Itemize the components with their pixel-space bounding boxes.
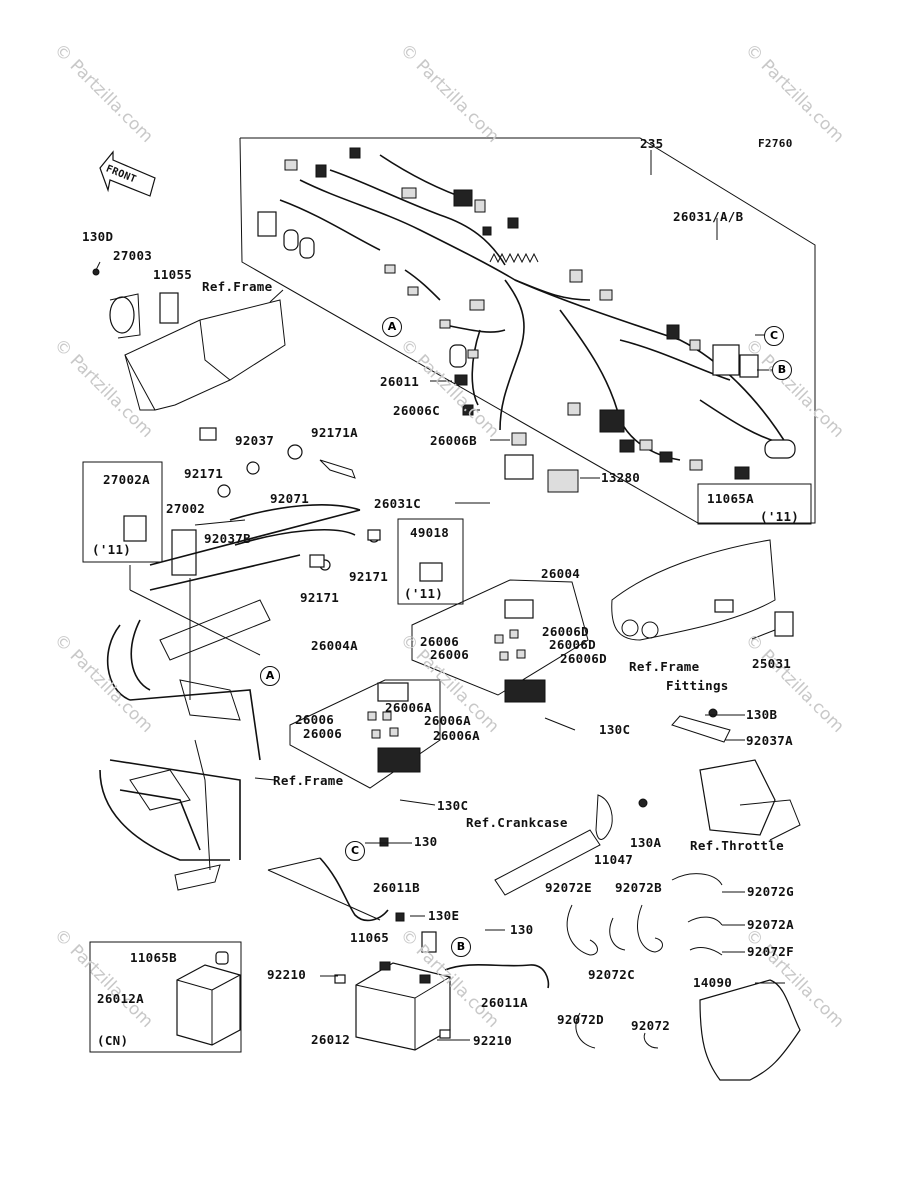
part-label: 130A [630, 835, 662, 850]
part-label: 92072F [747, 944, 794, 959]
part-label: 92037 [235, 433, 275, 448]
part-label: 92072D [557, 1012, 604, 1027]
cover-14090 [699, 979, 801, 1081]
part-label: (CN) [97, 1033, 129, 1048]
part-label: 92171A [311, 425, 358, 440]
diagram-code: F2760 [758, 137, 793, 150]
part-label: 26006 [420, 634, 460, 649]
circle-ref-c: C [345, 841, 365, 861]
part-label: 27002A [103, 472, 150, 487]
part-label: 92210 [267, 967, 307, 982]
part-label: 130E [428, 908, 460, 923]
part-label: 130 [510, 922, 534, 937]
part-label: 26031C [374, 496, 421, 511]
ref-label: Fittings [666, 678, 729, 693]
ref-label: Ref.Frame [202, 279, 273, 294]
part-label: 14090 [693, 975, 733, 990]
part-label: ('11) [92, 542, 132, 557]
part-label: 26012A [97, 991, 144, 1006]
part-label: 130 [414, 834, 438, 849]
front-arrow [99, 150, 156, 197]
part-label: 11065B [130, 950, 177, 965]
part-label: 27002 [166, 501, 206, 516]
part-label: 92210 [473, 1033, 513, 1048]
crankcase [494, 794, 648, 896]
part-label: ('11) [404, 586, 444, 601]
part-label: 11065A [707, 491, 754, 506]
ref-label: Ref.Crankcase [466, 815, 568, 830]
part-label: 92072 [631, 1018, 671, 1033]
part-label: 130D [82, 229, 114, 244]
part-label: 26006A [424, 713, 471, 728]
part-label: 25031 [752, 656, 792, 671]
part-label: 26006B [430, 433, 477, 448]
part-label: 26011 [380, 374, 420, 389]
main-wiring-harness [257, 147, 796, 493]
part-label: 26006D [549, 637, 596, 652]
circle-ref-a: A [260, 666, 280, 686]
part-label: 26011B [373, 880, 420, 895]
part-label: 11047 [594, 852, 634, 867]
part-label: 26031/A/B [673, 209, 744, 224]
part-label: 26006A [433, 728, 480, 743]
part-label: 130B [746, 707, 778, 722]
ref-label: Ref.Frame [273, 773, 344, 788]
frame-main [99, 504, 381, 891]
part-label: 92072G [747, 884, 794, 899]
ref-label: Ref.Frame [629, 659, 700, 674]
part-label: 26004 [541, 566, 581, 581]
part-label: 92072E [545, 880, 592, 895]
part-label: 130C [599, 722, 631, 737]
part-label: 130C [437, 798, 469, 813]
part-label: 26006C [393, 403, 440, 418]
part-label: 26011A [481, 995, 528, 1010]
part-label: 92037A [746, 733, 793, 748]
part-label: ('11) [760, 509, 800, 524]
part-label: 11065 [350, 930, 390, 945]
circle-ref-b: B [451, 937, 471, 957]
part-label: 26006D [560, 651, 607, 666]
part-label: 26006 [295, 712, 335, 727]
part-label: 26006D [542, 624, 589, 639]
part-label: 26006A [385, 700, 432, 715]
circle-ref-b: B [772, 360, 792, 380]
battery-cable-26011A [444, 963, 550, 989]
part-label: 235 [640, 136, 664, 151]
part-label: 11055 [153, 267, 193, 282]
part-label: 92071 [270, 491, 310, 506]
harness-panel-outline [239, 137, 816, 524]
frame-top-left [124, 299, 356, 498]
frame-fittings [611, 539, 794, 641]
part-label: 92072A [747, 917, 794, 932]
circle-ref-c: C [764, 326, 784, 346]
part-label: 92072B [615, 880, 662, 895]
part-label: 92072C [588, 967, 635, 982]
horn-assembly [92, 268, 179, 339]
part-label: 13280 [601, 470, 641, 485]
part-label: 92171 [300, 590, 340, 605]
fuse-panel-26004A [289, 679, 441, 789]
box-49018 [397, 518, 464, 605]
box-27002A [82, 461, 163, 563]
part-label: 27003 [113, 248, 153, 263]
part-label: 26006 [430, 647, 470, 662]
box-battery-cn [89, 941, 242, 1053]
part-label: 92171 [349, 569, 389, 584]
circle-ref-a: A [382, 317, 402, 337]
part-label: 26006 [303, 726, 343, 741]
clamps [566, 873, 723, 1049]
part-label: 92037B [204, 531, 251, 546]
battery-cable-26011B [319, 857, 389, 922]
box-11065A [697, 483, 812, 525]
fuse-panel-26004 [411, 579, 589, 703]
part-label: 26012 [311, 1032, 351, 1047]
part-label: 26004A [311, 638, 358, 653]
throttle-assembly [671, 708, 801, 841]
leader-lines [95, 150, 785, 1041]
part-label: 92171 [184, 466, 224, 481]
battery-26012A [176, 951, 241, 1046]
part-label: 49018 [410, 525, 450, 540]
ref-label: Ref.Throttle [690, 838, 784, 853]
